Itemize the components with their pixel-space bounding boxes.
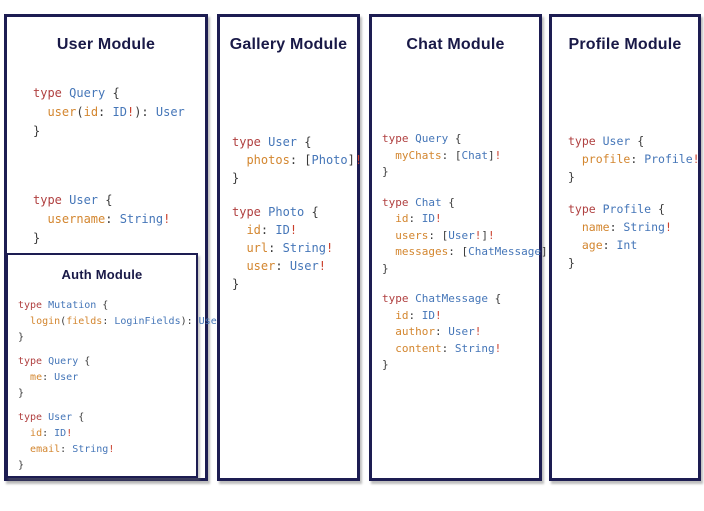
code-block: type Query { user(id: ID!): User}	[33, 84, 205, 141]
code-line: profile: Profile!	[581, 152, 700, 166]
code-line: url: String!	[246, 241, 334, 255]
panel-user-module: User Module type Query { user(id: ID!): …	[4, 14, 223, 481]
code-line: type Query {	[18, 356, 91, 367]
code-line: email: String!	[30, 444, 115, 455]
code-gallery-module: type User { photos: [Photo]!}type Photo …	[232, 133, 363, 293]
code-line: photos: [Photo]!	[246, 153, 363, 167]
panel-auth-module: Auth Module type Mutation { login(fields…	[6, 253, 223, 478]
code-line: id: ID!	[246, 223, 298, 237]
code-line: }	[18, 388, 25, 399]
code-block: type User { username: String!}	[33, 191, 205, 248]
code-line: type Query {	[382, 132, 462, 145]
code-line: }	[568, 170, 575, 184]
code-line: }	[18, 332, 25, 343]
code-block: type Profile { name: String! age: Int}	[568, 200, 698, 272]
code-auth-module: type Mutation { login(fields: LoginField…	[18, 298, 223, 474]
code-block: type ChatMessage { id: ID! author: User!…	[382, 291, 539, 374]
code-block: type Query { myChats: [Chat]!}	[382, 131, 539, 181]
code-line: id: ID!	[395, 308, 442, 322]
code-line: id: ID!	[30, 428, 73, 439]
code-line: user(id: ID!): User	[47, 105, 185, 119]
code-block: type Mutation { login(fields: LoginField…	[18, 298, 223, 346]
code-block: type Query { me: User}	[18, 354, 196, 402]
code-line: type Profile {	[568, 202, 665, 216]
code-line: }	[382, 358, 389, 371]
code-line: user: User!	[246, 259, 326, 273]
code-line: }	[382, 261, 389, 275]
code-user-module: type Query { user(id: ID!): User}type Us…	[33, 84, 205, 248]
code-line: type Chat {	[382, 195, 455, 209]
panel-title-profile-module: Profile Module	[568, 36, 682, 53]
code-line: }	[232, 171, 240, 185]
code-line: }	[382, 165, 389, 178]
panel-profile-module: Profile Module type User { profile: Prof…	[549, 14, 701, 481]
code-line: login(fields: LoginFields): User	[30, 316, 223, 327]
code-line: content: String!	[395, 341, 502, 355]
code-line: }	[18, 460, 25, 471]
code-block: type User { id: ID! email: String!}	[18, 410, 196, 474]
code-line: }	[568, 256, 575, 270]
panel-title-auth-module: Auth Module	[61, 267, 143, 282]
panel-title-chat-module: Chat Module	[406, 36, 505, 53]
code-line: username: String!	[47, 212, 171, 226]
code-line: }	[33, 231, 41, 245]
code-block: type User { profile: Profile!}	[568, 132, 700, 186]
panel-chat-module: Chat Module type Query { myChats: [Chat]…	[369, 14, 554, 481]
code-line: name: String!	[581, 220, 672, 234]
code-line: author: User!	[395, 325, 482, 338]
code-line: type User {	[232, 135, 312, 149]
code-line: age: Int	[581, 238, 638, 252]
code-line: myChats: [Chat]!	[395, 148, 502, 162]
code-line: type User {	[33, 193, 113, 207]
code-line: type User {	[568, 134, 645, 148]
code-line: }	[232, 277, 240, 291]
code-line: type ChatMessage {	[382, 292, 502, 305]
panel-title-gallery-module: Gallery Module	[229, 36, 348, 53]
code-line: }	[33, 124, 41, 138]
code-line: me: User	[30, 372, 79, 383]
code-line: type Photo {	[232, 205, 319, 219]
code-line: id: ID!	[395, 212, 442, 225]
code-block: type User { photos: [Photo]!}	[232, 133, 363, 187]
code-block: type Photo { id: ID! url: String! user: …	[232, 203, 357, 293]
code-line: type Mutation {	[18, 300, 109, 311]
code-line: type User {	[18, 412, 85, 423]
code-chat-module: type Query { myChats: [Chat]!}type Chat …	[382, 131, 554, 374]
code-profile-module: type User { profile: Profile!}type Profi…	[568, 132, 700, 272]
panel-gallery-module: Gallery Module type User { photos: [Phot…	[217, 14, 363, 481]
panel-title-user-module: User Module	[56, 36, 156, 53]
code-line: users: [User!]!	[395, 228, 495, 242]
code-line: messages: [ChatMessage]!	[395, 245, 554, 258]
code-block: type Chat { id: ID! users: [User!]! mess…	[382, 195, 554, 278]
code-line: type Query {	[33, 86, 120, 100]
